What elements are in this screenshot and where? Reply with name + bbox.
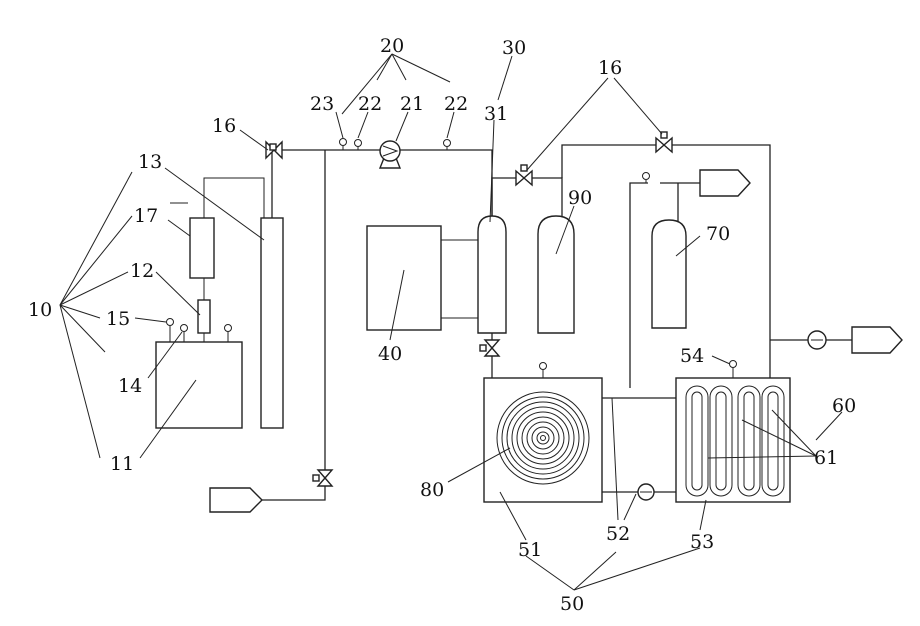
cylinder-31 bbox=[478, 216, 506, 333]
label-14: 14 bbox=[118, 375, 142, 397]
label-54: 54 bbox=[680, 345, 704, 367]
label-11: 11 bbox=[110, 453, 134, 475]
pentagon-outlet-icon bbox=[700, 170, 750, 196]
label-10: 10 bbox=[28, 299, 52, 321]
tube-12 bbox=[198, 300, 210, 333]
label-60: 60 bbox=[832, 395, 856, 417]
label-70: 70 bbox=[706, 223, 730, 245]
label-20: 20 bbox=[380, 35, 404, 57]
label-17: 17 bbox=[134, 205, 158, 227]
pressure-gauge-icon bbox=[340, 139, 347, 151]
label-31: 31 bbox=[484, 103, 508, 125]
label-21: 21 bbox=[400, 93, 424, 115]
pressure-gauge-icon bbox=[225, 325, 232, 343]
label-16-left: 16 bbox=[212, 115, 236, 137]
leader-lines bbox=[60, 54, 842, 590]
label-15: 15 bbox=[106, 308, 130, 330]
pressure-gauge-icon bbox=[730, 361, 737, 379]
label-40: 40 bbox=[378, 343, 402, 365]
label-61: 61 bbox=[814, 447, 838, 469]
unit-40 bbox=[367, 226, 441, 330]
bowtie-valve-icon bbox=[313, 470, 332, 486]
pentagon-outlet-icon bbox=[210, 488, 262, 512]
pressure-gauge-icon bbox=[444, 140, 451, 151]
bowtie-valve-icon bbox=[516, 165, 532, 185]
unit-53 bbox=[676, 378, 790, 502]
pressure-gauge-icon bbox=[643, 173, 650, 184]
label-52: 52 bbox=[606, 523, 630, 545]
pressure-gauge-icon bbox=[540, 363, 547, 379]
pressure-gauge-icon bbox=[355, 140, 362, 151]
cylinder-90 bbox=[538, 216, 574, 333]
label-30: 30 bbox=[502, 37, 526, 59]
label-23: 23 bbox=[310, 93, 334, 115]
pump-icon bbox=[380, 141, 400, 168]
label-50: 50 bbox=[560, 593, 584, 615]
column-13 bbox=[261, 218, 283, 428]
filter-17 bbox=[190, 218, 214, 278]
tank-11 bbox=[156, 342, 242, 428]
flow-meter-icon bbox=[638, 484, 654, 500]
bowtie-valve-icon bbox=[266, 142, 282, 158]
label-16-right: 16 bbox=[598, 57, 622, 79]
label-51: 51 bbox=[518, 539, 542, 561]
cylinder-70 bbox=[652, 220, 686, 328]
pentagon-outlet-icon bbox=[852, 327, 902, 353]
label-12: 12 bbox=[130, 260, 154, 282]
label-22-b: 22 bbox=[444, 93, 468, 115]
flow-meter-icon bbox=[808, 331, 826, 349]
label-22-a: 22 bbox=[358, 93, 382, 115]
pressure-gauge-icon bbox=[167, 319, 174, 343]
label-13: 13 bbox=[138, 151, 162, 173]
label-90: 90 bbox=[568, 187, 592, 209]
label-80: 80 bbox=[420, 479, 444, 501]
label-53: 53 bbox=[690, 531, 714, 553]
bowtie-valve-icon bbox=[480, 340, 499, 356]
bowtie-valve-icon bbox=[656, 132, 672, 152]
